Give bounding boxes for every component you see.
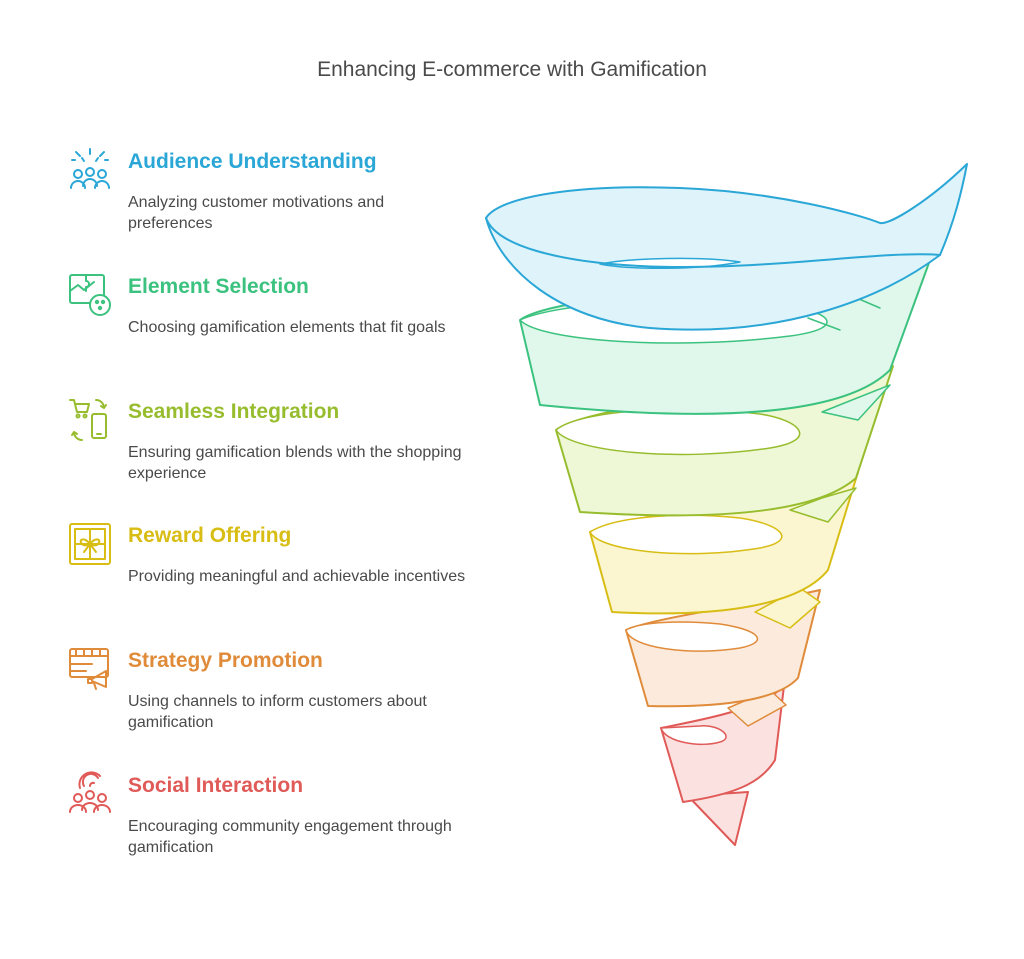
page-title: Enhancing E-commerce with Gamification <box>317 58 707 81</box>
step-heading: Element Selection <box>128 275 309 298</box>
step-description: Ensuring gamification blends with the sh… <box>128 444 462 482</box>
step-heading: Seamless Integration <box>128 400 340 423</box>
step-heading: Reward Offering <box>128 524 292 547</box>
audience-icon <box>70 148 110 189</box>
funnel-layer-reward-offering <box>589 471 859 629</box>
spiral-funnel <box>485 163 968 846</box>
step-heading: Social Interaction <box>128 774 304 797</box>
community-icon <box>69 771 111 813</box>
cart-phone-sync-icon <box>69 399 107 441</box>
step-description: Analyzing customer motivations and prefe… <box>128 194 385 232</box>
calendar-megaphone-icon <box>69 648 109 690</box>
step-heading: Audience Understanding <box>128 150 377 173</box>
step-description: Using channels to inform customers about… <box>128 693 427 731</box>
step-heading: Strategy Promotion <box>128 649 323 672</box>
step-description: Providing meaningful and achievable ince… <box>128 568 466 585</box>
puzzle-chart-icon <box>69 274 111 316</box>
funnel-layer-audience-understanding <box>485 163 968 331</box>
step-description: Choosing gamification elements that fit … <box>128 319 446 336</box>
step-description: Encouraging community engagement through… <box>128 818 452 856</box>
gift-icon <box>69 523 111 565</box>
